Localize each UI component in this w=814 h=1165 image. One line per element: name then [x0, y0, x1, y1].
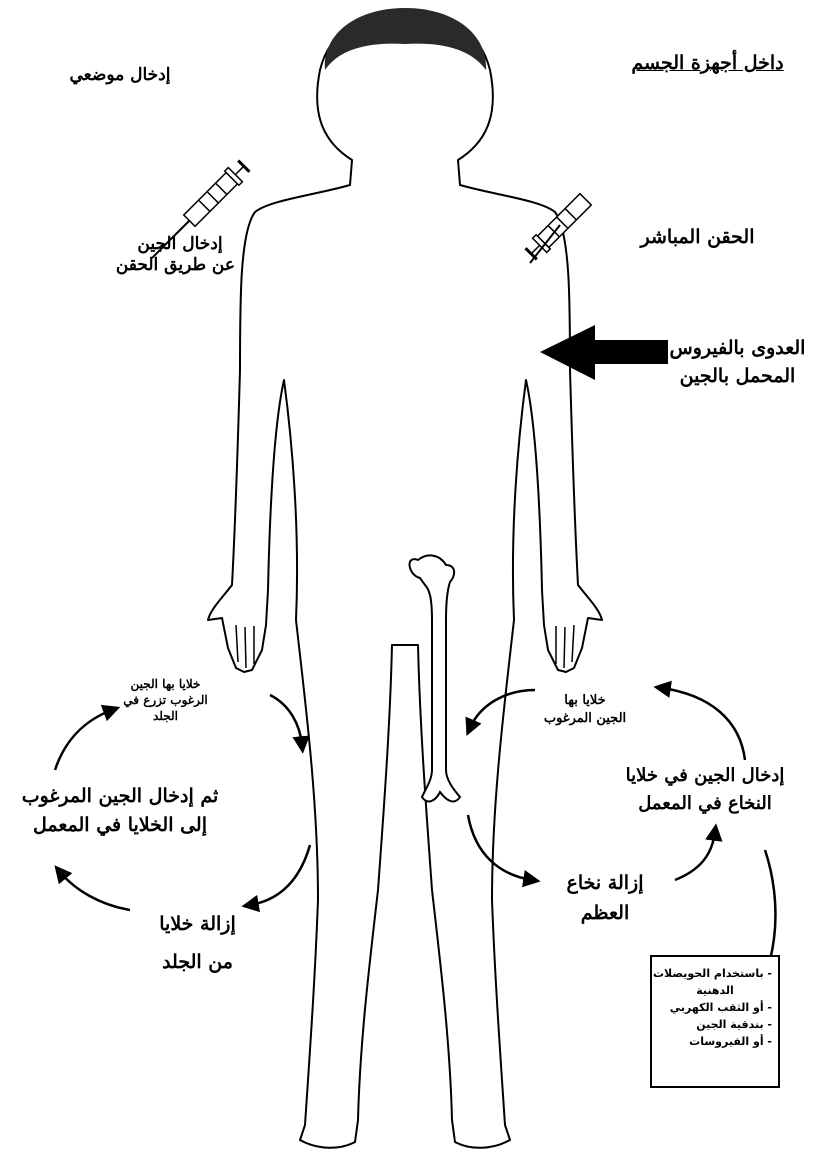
- delivery-methods-box: - باستخدام الحويصلات الدهنية - أو الثقب …: [650, 955, 780, 1088]
- injection-gene-label: إدخال الجين عن طريق الحقن: [125, 234, 235, 277]
- method-item: - باستخدام الحويصلات: [658, 965, 772, 982]
- virus-infection-label: العدوى بالفيروس المحمل بالجين: [660, 335, 814, 390]
- method-item: الدهنية: [658, 982, 772, 999]
- remove-marrow-label: إزالة نخاع العظم: [540, 868, 670, 929]
- remove-skin-cells-label: إزالة خلايا من الجلد: [130, 905, 265, 981]
- diagram-title: داخل أجهزة الجسم: [610, 52, 805, 76]
- body-outline: [208, 15, 602, 1148]
- insert-gene-lab-label: ثم إدخال الجين المرغوب إلى الخلايا في ال…: [5, 782, 235, 839]
- method-item: - بندقية الجين: [658, 1016, 772, 1033]
- skin-cells-label: خلايا بها الجين الرغوب تزرع في الجلد: [108, 676, 223, 725]
- local-insertion-label: إدخال موضعي: [55, 65, 185, 86]
- marrow-cells-label: خلايا بها الجين المرغوب: [535, 692, 635, 727]
- marrow-insert-label: إدخال الجين في خلايا النخاع في المعمل: [600, 762, 810, 818]
- direct-injection-label: الحقن المباشر: [615, 226, 780, 250]
- method-item: - أو الفيروسات: [658, 1033, 772, 1050]
- method-item: - أو الثقب الكهربي: [658, 999, 772, 1016]
